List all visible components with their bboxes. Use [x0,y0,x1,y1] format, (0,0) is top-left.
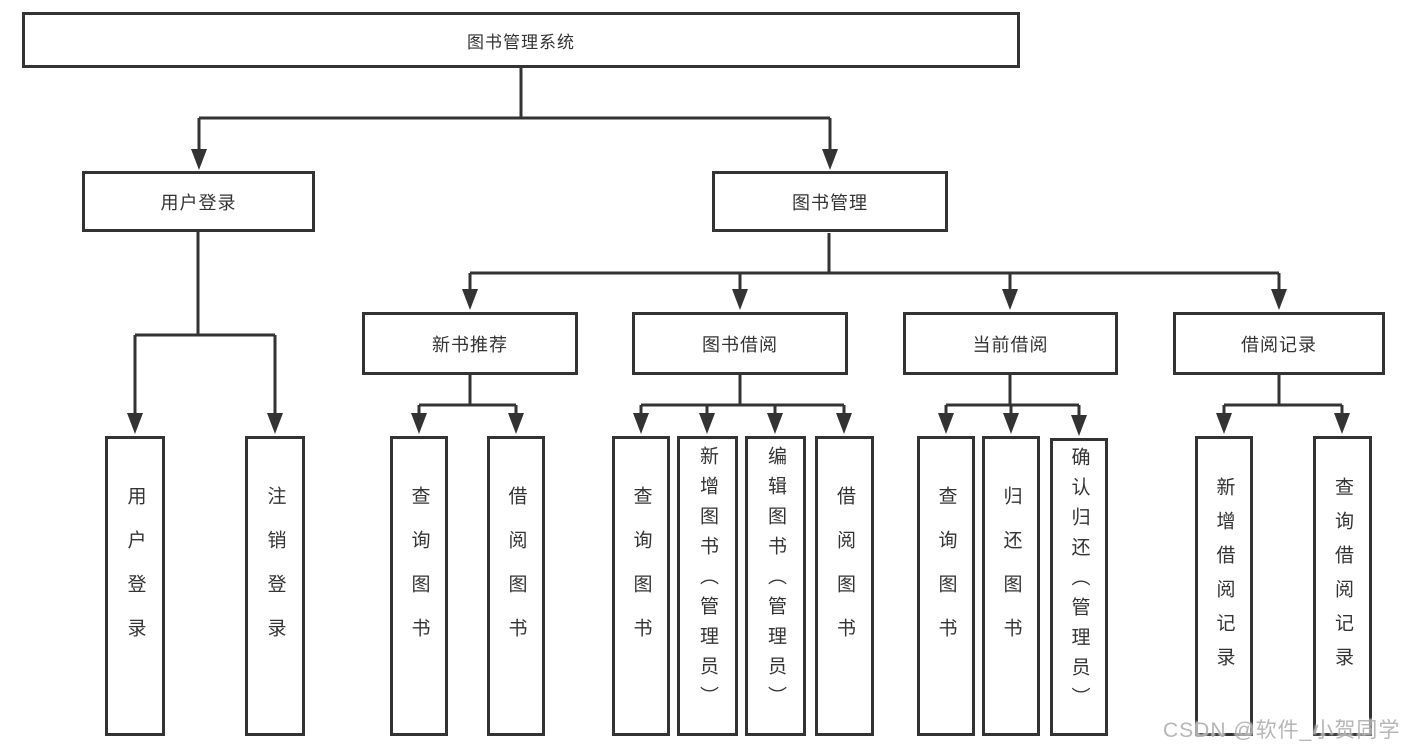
leaf-return-books: 归还图书 [982,436,1040,736]
leaf-add-books-admin: 新增图书（管理员） [677,436,738,736]
arrowheads [127,149,1350,436]
leaf-logout: 注销登录 [245,436,305,736]
node-book-borrowing: 图书借阅 [632,312,848,375]
leaf-user-login: 用户登录 [105,436,165,736]
node-current-borrowing: 当前借阅 [903,312,1118,375]
leaf-borrow-books-1: 借阅图书 [487,436,545,736]
leaf-borrow-books-2: 借阅图书 [815,436,874,736]
leaf-add-borrow-record: 新增借阅记录 [1195,436,1253,736]
leaf-query-borrow-record: 查询借阅记录 [1313,436,1372,736]
node-borrowing-records: 借阅记录 [1173,312,1385,375]
leaf-query-books-1: 查询图书 [390,436,448,736]
leaf-query-books-3: 查询图书 [917,436,975,736]
leaf-query-books-2: 查询图书 [612,436,670,736]
watermark: CSDN @软件_小贺同学 [1163,719,1401,742]
node-user-login: 用户登录 [82,171,315,232]
node-new-book-recommend: 新书推荐 [362,312,578,375]
node-book-management: 图书管理 [712,171,948,232]
tree-edges [133,68,1344,416]
node-root: 图书管理系统 [22,12,1020,68]
leaf-confirm-return-admin: 确认归还（管理员） [1050,438,1108,736]
leaf-edit-books-admin: 编辑图书（管理员） [745,436,806,736]
